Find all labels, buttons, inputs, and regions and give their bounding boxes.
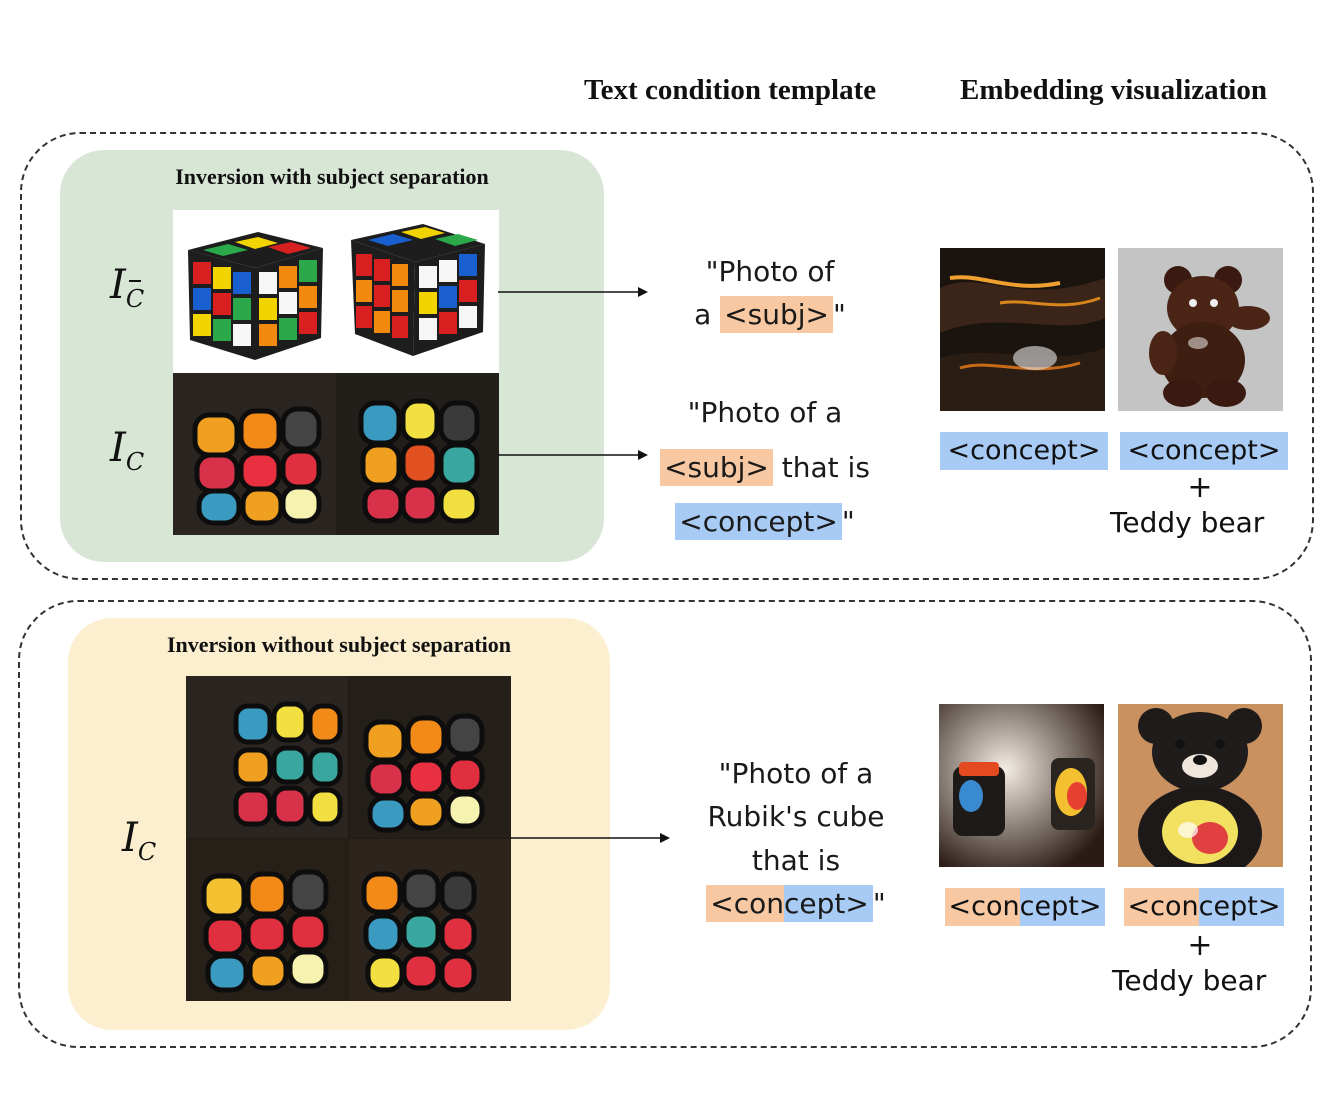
melted-cubes-graphic [173,373,499,535]
concept-embedding-image-bottom [939,704,1104,867]
arrow-top-1 [498,287,648,297]
black-teddy-bear [1118,704,1283,867]
top-section-border [20,132,1314,580]
header-text-condition: Text condition template [584,74,877,106]
label-i-c-bottom: IC [122,815,157,866]
concept-tag-top-1: <concept> [940,432,1108,470]
rubiks-cubes-graphic [188,224,485,360]
teddy-bear-label-top: Teddy bear [1110,506,1265,539]
rubiks-cube-images [173,210,499,373]
plus-sign-bottom: + [1187,928,1213,963]
plus-sign-top: + [1187,470,1213,505]
concept-teddy-image-top [1118,248,1283,411]
teddy-bear-label-bottom: Teddy bear [1112,964,1267,997]
melted-cube-grid [186,676,511,1001]
no-subject-separation-title: Inversion without subject separation [166,632,512,657]
arrow-top-2 [498,450,648,460]
concept-token-concept-part: cept> [784,885,873,923]
melted-objects [939,704,1104,867]
label-i-cbar: IC [110,262,145,313]
melted-cube-images-top [173,373,499,535]
subject-separation-title: Inversion with subject separation [175,164,489,189]
prompt-subj-only: "Photo of a <subj>" [694,255,846,334]
subj-token: <subj> [720,296,833,334]
prompt-subj-concept: "Photo of a <subj> that is <concept>" [640,386,890,550]
concept-texture [940,248,1105,411]
concept-teddy-image-bottom [1118,704,1283,867]
concept-tag-top-2: <concept> [1120,432,1288,470]
prompt-rubiks-concept: "Photo of a Rubik's cube that is <concep… [706,757,886,923]
concept-tag-bottom-2: <concept> [1120,888,1288,926]
label-i-c: IC [110,425,145,476]
arrow-bottom [510,833,670,843]
header-embedding-visualization: Embedding visualization [960,74,1267,106]
concept-embedding-image-top [940,248,1105,411]
concept-tag-bottom-1: <concept> [941,888,1109,926]
melted-cube-grid-graphic [186,676,511,1001]
concept-token: <concept> [675,503,842,541]
concept-token-subj-part: <con [706,885,784,923]
subj-token: <subj> [660,448,773,486]
bottom-section-border [18,600,1312,1048]
glossy-teddy-bear [1118,248,1283,411]
